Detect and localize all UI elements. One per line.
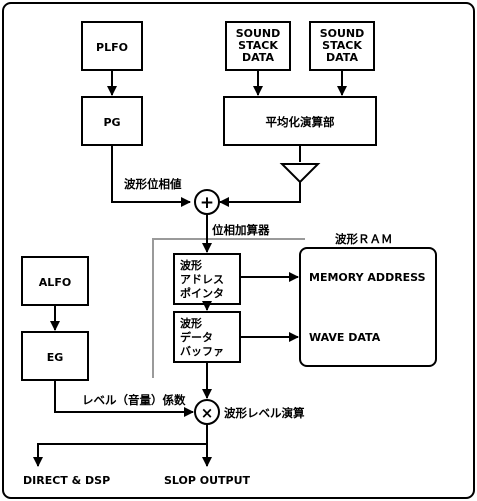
- arrow-to-direct-dsp: [33, 443, 207, 467]
- buffer-line-2: データ: [180, 330, 213, 344]
- eg-label: EG: [47, 351, 64, 364]
- wave-address-pointer-block: 波形 アドレス ポインタ: [173, 253, 241, 305]
- direct-dsp-label: DIRECT & DSP: [23, 474, 110, 487]
- phase-adder-label: 位相加算器: [212, 223, 270, 237]
- memory-address-label: MEMORY ADDRESS: [309, 271, 426, 284]
- pointer-line-1: 波形: [180, 258, 202, 272]
- plfo-block: PLFO: [81, 21, 143, 71]
- arrow-eg-to-multiplier: [54, 380, 194, 417]
- pg-block: PG: [81, 96, 143, 146]
- averaging-label: 平均化演算部: [266, 115, 335, 129]
- buffer-line-3: バッファ: [180, 345, 224, 358]
- plfo-label: PLFO: [96, 41, 128, 54]
- adder-plus-icon: +: [200, 193, 214, 213]
- sound-stack-1-line-2: STACK: [238, 39, 278, 52]
- sound-stack-1-line-1: SOUND: [236, 27, 281, 40]
- multiplier-cross-icon: ×: [201, 404, 214, 422]
- sound-stack-2-line-2: STACK: [322, 39, 362, 52]
- phase-adder-boundary: [152, 238, 305, 378]
- amplifier-triangle-icon: [279, 163, 321, 184]
- arrow-amp-to-adder: [219, 182, 301, 207]
- sound-stack-1-line-3: DATA: [242, 51, 274, 64]
- alfo-label: ALFO: [39, 276, 71, 289]
- eg-block: EG: [21, 331, 89, 381]
- adder-node: +: [194, 189, 220, 215]
- wave-data-label: WAVE DATA: [309, 331, 381, 344]
- wave-phase-value-label: 波形位相値: [124, 177, 182, 191]
- alfo-block: ALFO: [21, 256, 89, 306]
- buffer-line-1: 波形: [180, 316, 202, 330]
- sound-stack-2-line-3: DATA: [326, 51, 358, 64]
- pointer-line-3: ポインタ: [180, 286, 224, 300]
- wave-ram-block: MEMORY ADDRESS WAVE DATA: [299, 247, 437, 367]
- sound-stack-2-line-1: SOUND: [320, 27, 365, 40]
- wave-ram-title: 波形ＲＡＭ: [335, 232, 393, 246]
- wave-level-calc-label: 波形レベル演算: [224, 406, 305, 420]
- slop-output-label: SLOP OUTPUT: [164, 474, 251, 487]
- pointer-line-2: アドレス: [180, 273, 224, 286]
- arrow-pg-to-adder: [111, 145, 191, 207]
- wave-data-buffer-block: 波形 データ バッファ: [173, 311, 241, 363]
- level-coefficient-label: レベル（音量）係数: [82, 393, 186, 407]
- pg-label: PG: [103, 116, 120, 129]
- multiplier-node: ×: [194, 399, 220, 425]
- averaging-block: 平均化演算部: [223, 96, 377, 146]
- sound-stack-data-block-2: SOUND STACK DATA: [309, 21, 375, 71]
- sound-stack-data-block-1: SOUND STACK DATA: [225, 21, 291, 71]
